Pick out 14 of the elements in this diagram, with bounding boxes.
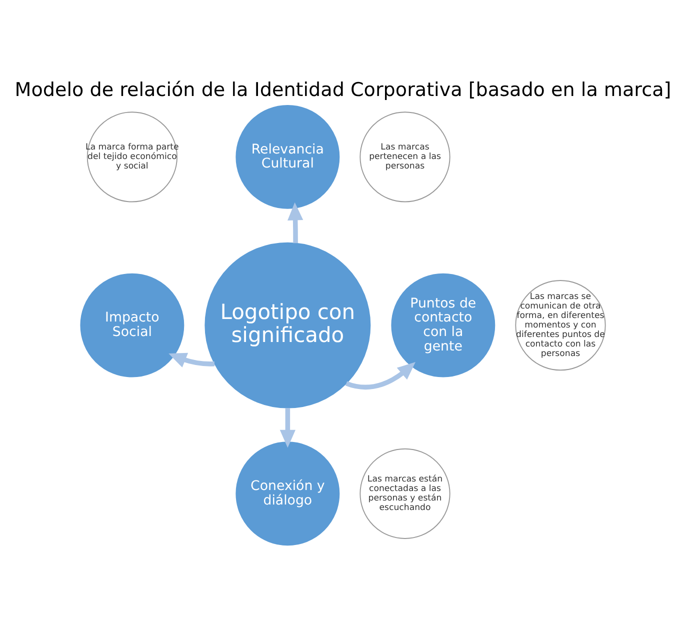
node-circle: Las marcas se comunican de otra forma, en diferentes momentos y con diferentes puntos de contacto con las personas <box>515 280 606 371</box>
arrow <box>346 362 416 390</box>
node-circle: Relevancia Cultural <box>236 104 340 209</box>
node-circle: Logotipo con significado <box>204 242 371 408</box>
arrow <box>168 352 215 368</box>
node-circle: Las marcas pertenecen a las personas <box>360 112 450 202</box>
node-circle: Las marcas están conectadas a las personas y están escuchando <box>360 448 450 539</box>
diagram-title: Modelo de relación de la Identidad Corporativa [basado en la marca] <box>14 78 672 101</box>
arrow <box>288 202 304 244</box>
node-circle: La marca forma parte del tejido económico y social <box>86 112 178 202</box>
node-circle: Conexión y diálogo <box>236 442 340 546</box>
arrow <box>280 408 296 448</box>
node-circle: Puntos de contacto con la gente <box>391 273 496 378</box>
node-circle: Impacto Social <box>80 273 184 378</box>
